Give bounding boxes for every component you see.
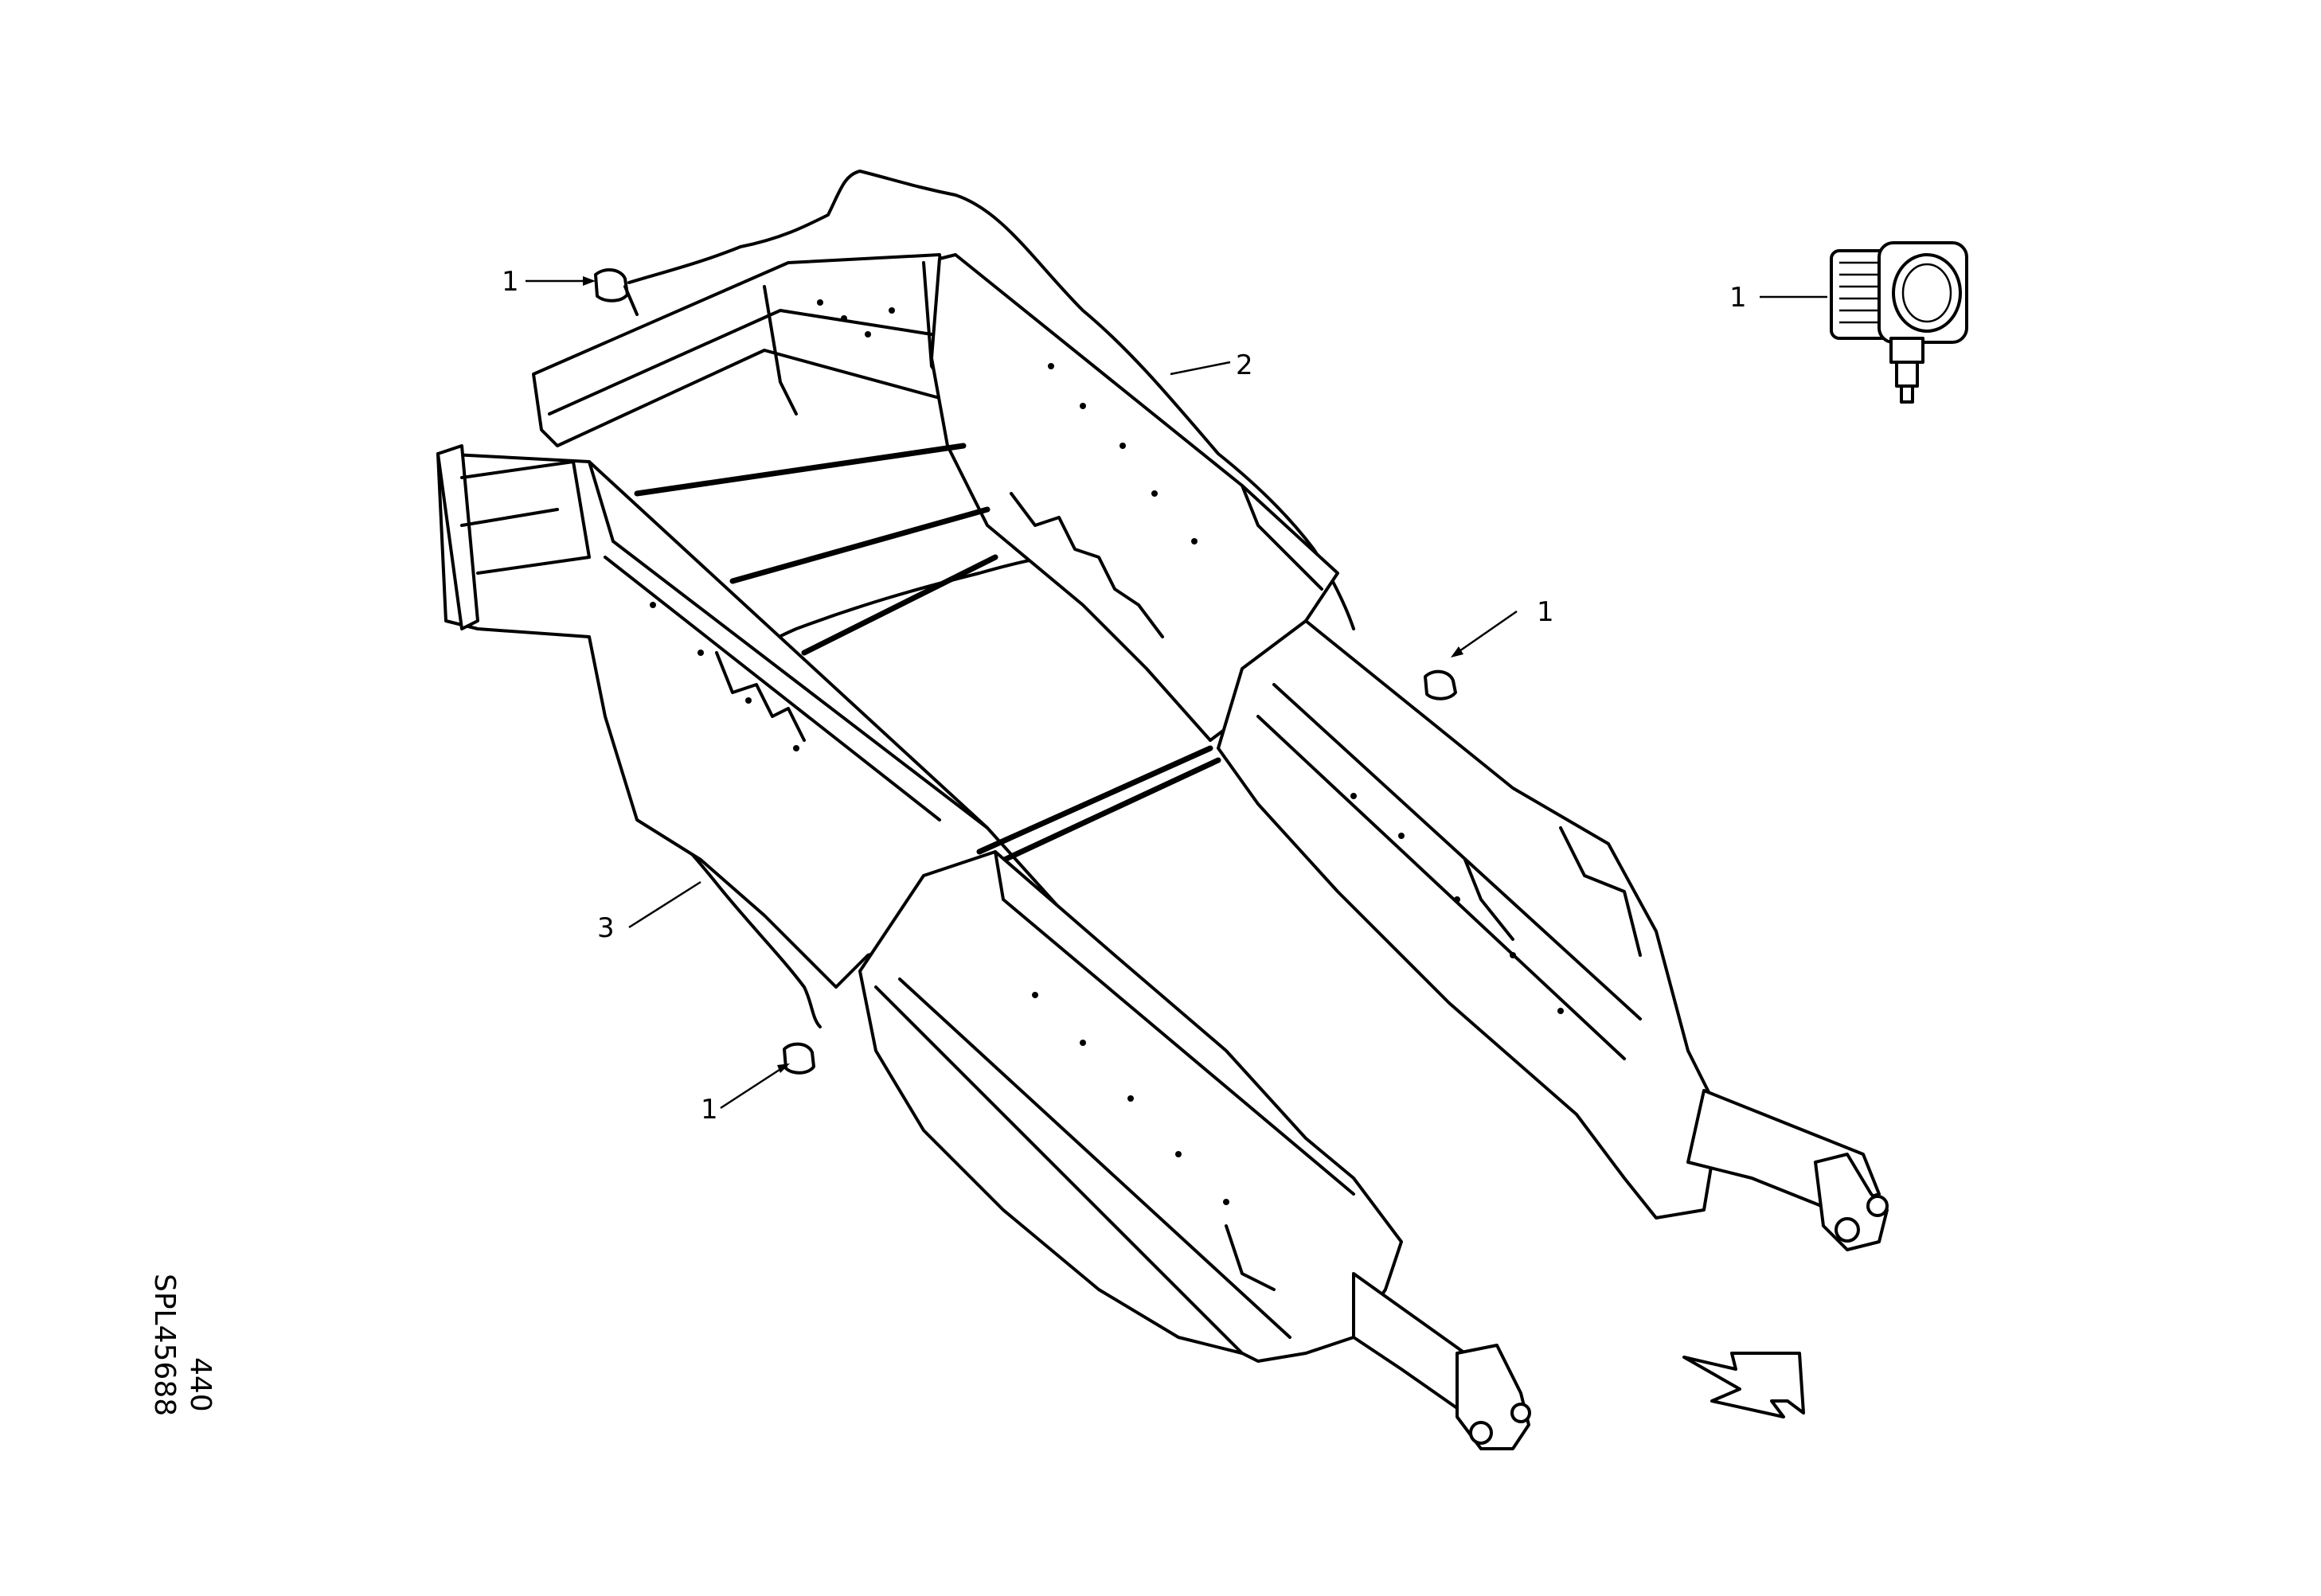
rear-crossmember bbox=[532, 253, 957, 447]
cross-tubes bbox=[634, 443, 1221, 871]
work-lamp-icon bbox=[1830, 241, 1968, 404]
frame-hole-pattern bbox=[650, 299, 1564, 1205]
left-long-rail bbox=[436, 452, 1061, 989]
callout-1-detail: 1 bbox=[1729, 282, 1747, 314]
right-long-rail bbox=[1217, 619, 1721, 1219]
drawing-code-block: SPL45688 440 bbox=[148, 1274, 217, 1416]
callout-1-right: 1 bbox=[1537, 596, 1554, 628]
drawing-code: SPL45688 bbox=[148, 1274, 181, 1416]
direction-arrow-icon bbox=[1682, 1352, 1805, 1418]
left-front-arm bbox=[1352, 1272, 1531, 1450]
leader-lines bbox=[526, 276, 1827, 1110]
sheet-number: 440 bbox=[184, 1357, 217, 1412]
callout-2: 2 bbox=[1236, 349, 1253, 381]
harness-2-outline bbox=[627, 170, 1355, 630]
callout-1-front-left: 1 bbox=[701, 1094, 718, 1126]
work-lamp-rear-left[interactable] bbox=[594, 268, 639, 316]
work-lamp-right[interactable] bbox=[1424, 669, 1457, 700]
callout-1-rear-left: 1 bbox=[502, 266, 519, 298]
callout-3: 3 bbox=[597, 912, 615, 944]
right-front-arm bbox=[1686, 1089, 1889, 1251]
left-front-rail bbox=[858, 850, 1403, 1363]
work-lamp-front-left[interactable] bbox=[783, 1042, 815, 1075]
rear-left-bracket bbox=[436, 444, 591, 630]
